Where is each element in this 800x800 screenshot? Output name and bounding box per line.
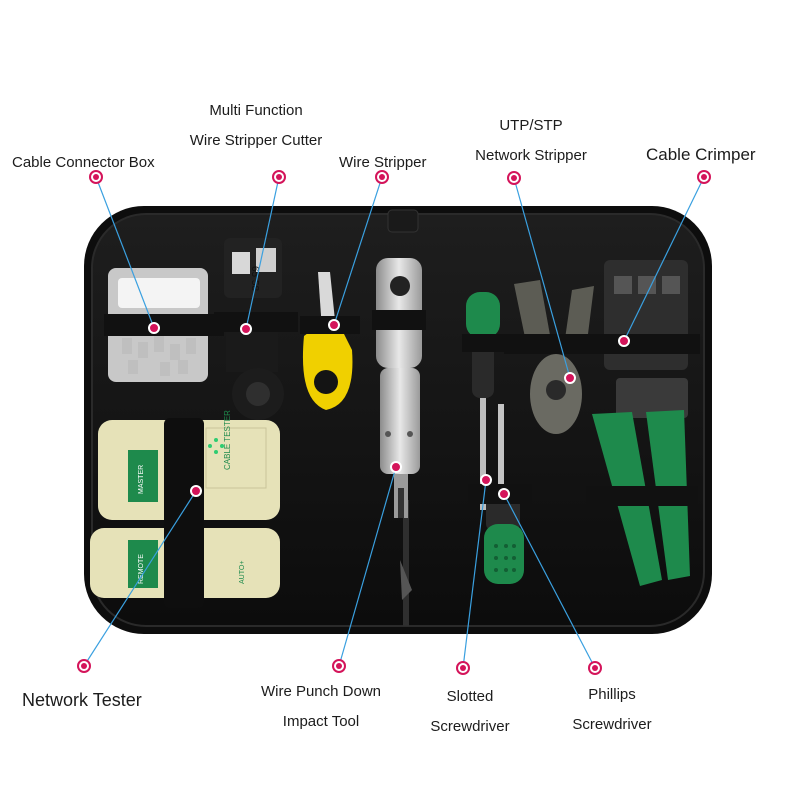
dot-cable-connector-box [89, 170, 103, 184]
dot-punch-down-tool [332, 659, 346, 673]
label-cable-crimper: Cable Crimper [646, 146, 756, 163]
label-line-1: Multi Function [209, 102, 303, 119]
label-line-2: Impact Tool [282, 713, 360, 730]
label-text: Network Tester [22, 690, 142, 710]
wire-punch-down-tool [372, 258, 426, 518]
label-line-2: Wire Stripper Cutter [189, 132, 323, 149]
zipper-pull [400, 560, 412, 600]
dot-multi-function-stripper [272, 170, 286, 184]
label-slotted-screwdriver: Slotted Screwdriver [420, 689, 520, 734]
network-tester: CABLE TESTER MASTER REMOTE AUTO+ [90, 410, 280, 608]
label-line-1: Phillips [588, 686, 636, 703]
label-multi-function-stripper: Multi Function Wire Stripper Cutter [176, 103, 336, 148]
callout-lines [83, 176, 705, 669]
label-network-tester: Network Tester [22, 691, 142, 709]
tester-master-label: MASTER [138, 465, 145, 494]
dot-utp-stp-stripper [507, 171, 521, 185]
dot-cable-crimper [697, 170, 711, 184]
label-utp-stp-stripper: UTP/STP Network Stripper [460, 118, 602, 163]
cable-connector-box [104, 268, 224, 382]
label-line-1: Slotted [446, 688, 494, 705]
tester-port-label: AUTO+ [239, 561, 246, 584]
label-line-2: Screwdriver [572, 716, 652, 733]
tester-cable-label: CABLE TESTER [223, 410, 232, 470]
stripper-marks-text: 65 58 [249, 266, 260, 291]
label-text: Cable Connector Box [12, 154, 155, 171]
label-phillips-screwdriver: Phillips Screwdriver [560, 687, 664, 732]
label-cable-connector-box: Cable Connector Box [12, 155, 155, 170]
label-text: Cable Crimper [646, 145, 756, 164]
multi-function-stripper-cutter: 65 58 [214, 238, 298, 420]
label-line-2: Screwdriver [430, 718, 510, 735]
callout-dots [77, 170, 711, 675]
case-pull-tab-top [387, 209, 419, 233]
label-line-1: Wire Punch Down [260, 683, 382, 700]
tester-remote-label: REMOTE [138, 554, 145, 584]
label-line-2: Network Stripper [475, 147, 587, 164]
dot-network-tester [77, 659, 91, 673]
label-line-1: UTP/STP [499, 117, 563, 134]
label-wire-stripper: Wire Stripper [339, 155, 427, 170]
label-text: Wire Stripper [339, 154, 427, 171]
dot-wire-stripper [375, 170, 389, 184]
slotted-screwdriver [462, 292, 508, 510]
label-punch-down-tool: Wire Punch Down Impact Tool [250, 684, 392, 729]
dot-slotted-screwdriver [456, 661, 470, 675]
dot-phillips-screwdriver [588, 661, 602, 675]
